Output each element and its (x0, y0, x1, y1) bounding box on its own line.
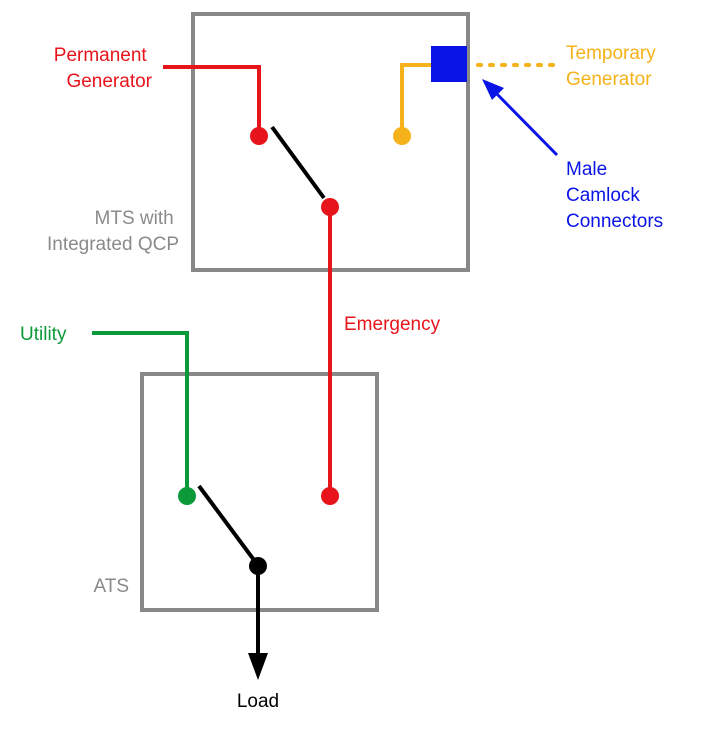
mts-common-terminal (321, 198, 339, 216)
mts-switch-lever (270, 125, 326, 200)
load-label: Load (237, 691, 279, 712)
permanent-generator-label: Permanent Generator (54, 45, 153, 92)
temporary-generator-label: Temporary Generator (566, 43, 661, 90)
ats-switch-lever (197, 484, 256, 562)
ats-common-terminal (249, 557, 267, 575)
male-camlock-label: Male Camlock Connectors (566, 159, 663, 232)
permanent-generator-line (163, 65, 261, 136)
load-arrow-head (248, 653, 268, 680)
temporary-generator-terminal (393, 127, 411, 145)
camlock-arrow-line (493, 90, 559, 157)
permanent-generator-terminal (250, 127, 268, 145)
mts-label: MTS with Integrated QCP (47, 208, 179, 255)
utility-line (92, 331, 189, 496)
ats-label: ATS (93, 576, 129, 597)
utility-label: Utility (20, 324, 67, 345)
camlock-arrow-head (482, 79, 504, 100)
ats-emergency-terminal (321, 487, 339, 505)
emergency-label: Emergency (344, 314, 441, 335)
temporary-generator-line (400, 63, 432, 136)
ats-utility-terminal (178, 487, 196, 505)
camlock-connector (431, 46, 467, 82)
